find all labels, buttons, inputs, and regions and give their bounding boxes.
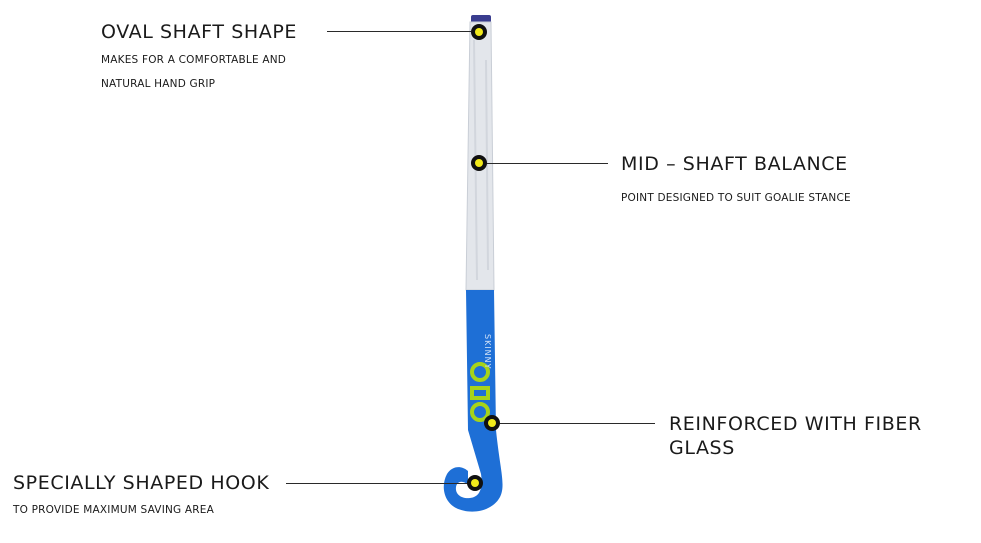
callout-title-reinforced-2: GLASS (669, 437, 735, 459)
callout-sub-oval-shaft-2: NATURAL HAND GRIP (101, 78, 216, 90)
callout-sub-mid-shaft: POINT DESIGNED TO SUIT GOALIE STANCE (621, 192, 851, 204)
callout-title-reinforced-1: REINFORCED WITH FIBER (669, 413, 922, 435)
shaft-end-cap (471, 15, 491, 23)
callout-sub-hook: TO PROVIDE MAXIMUM SAVING AREA (13, 504, 215, 516)
leader-line-hook (286, 483, 468, 484)
callout-title-oval-shaft: OVAL SHAFT SHAPE (101, 21, 298, 43)
callout-sub-oval-shaft-1: MAKES FOR A COMFORTABLE AND (101, 54, 287, 66)
marker-dot-hook (467, 475, 483, 491)
stick-model-label: SKINNY (483, 334, 492, 370)
leader-line-oval-shaft (327, 31, 471, 32)
leader-line-reinforced (499, 423, 655, 424)
callout-title-hook: SPECIALLY SHAPED HOOK (13, 472, 270, 494)
marker-dot-mid-shaft (471, 155, 487, 171)
leader-line-mid-shaft (486, 163, 608, 164)
stick-head (443, 290, 503, 512)
callout-title-mid-shaft: MID – SHAFT BALANCE (621, 153, 848, 175)
marker-dot-oval-shaft (471, 24, 487, 40)
marker-dot-reinforced (484, 415, 500, 431)
obo-logo (470, 362, 490, 422)
